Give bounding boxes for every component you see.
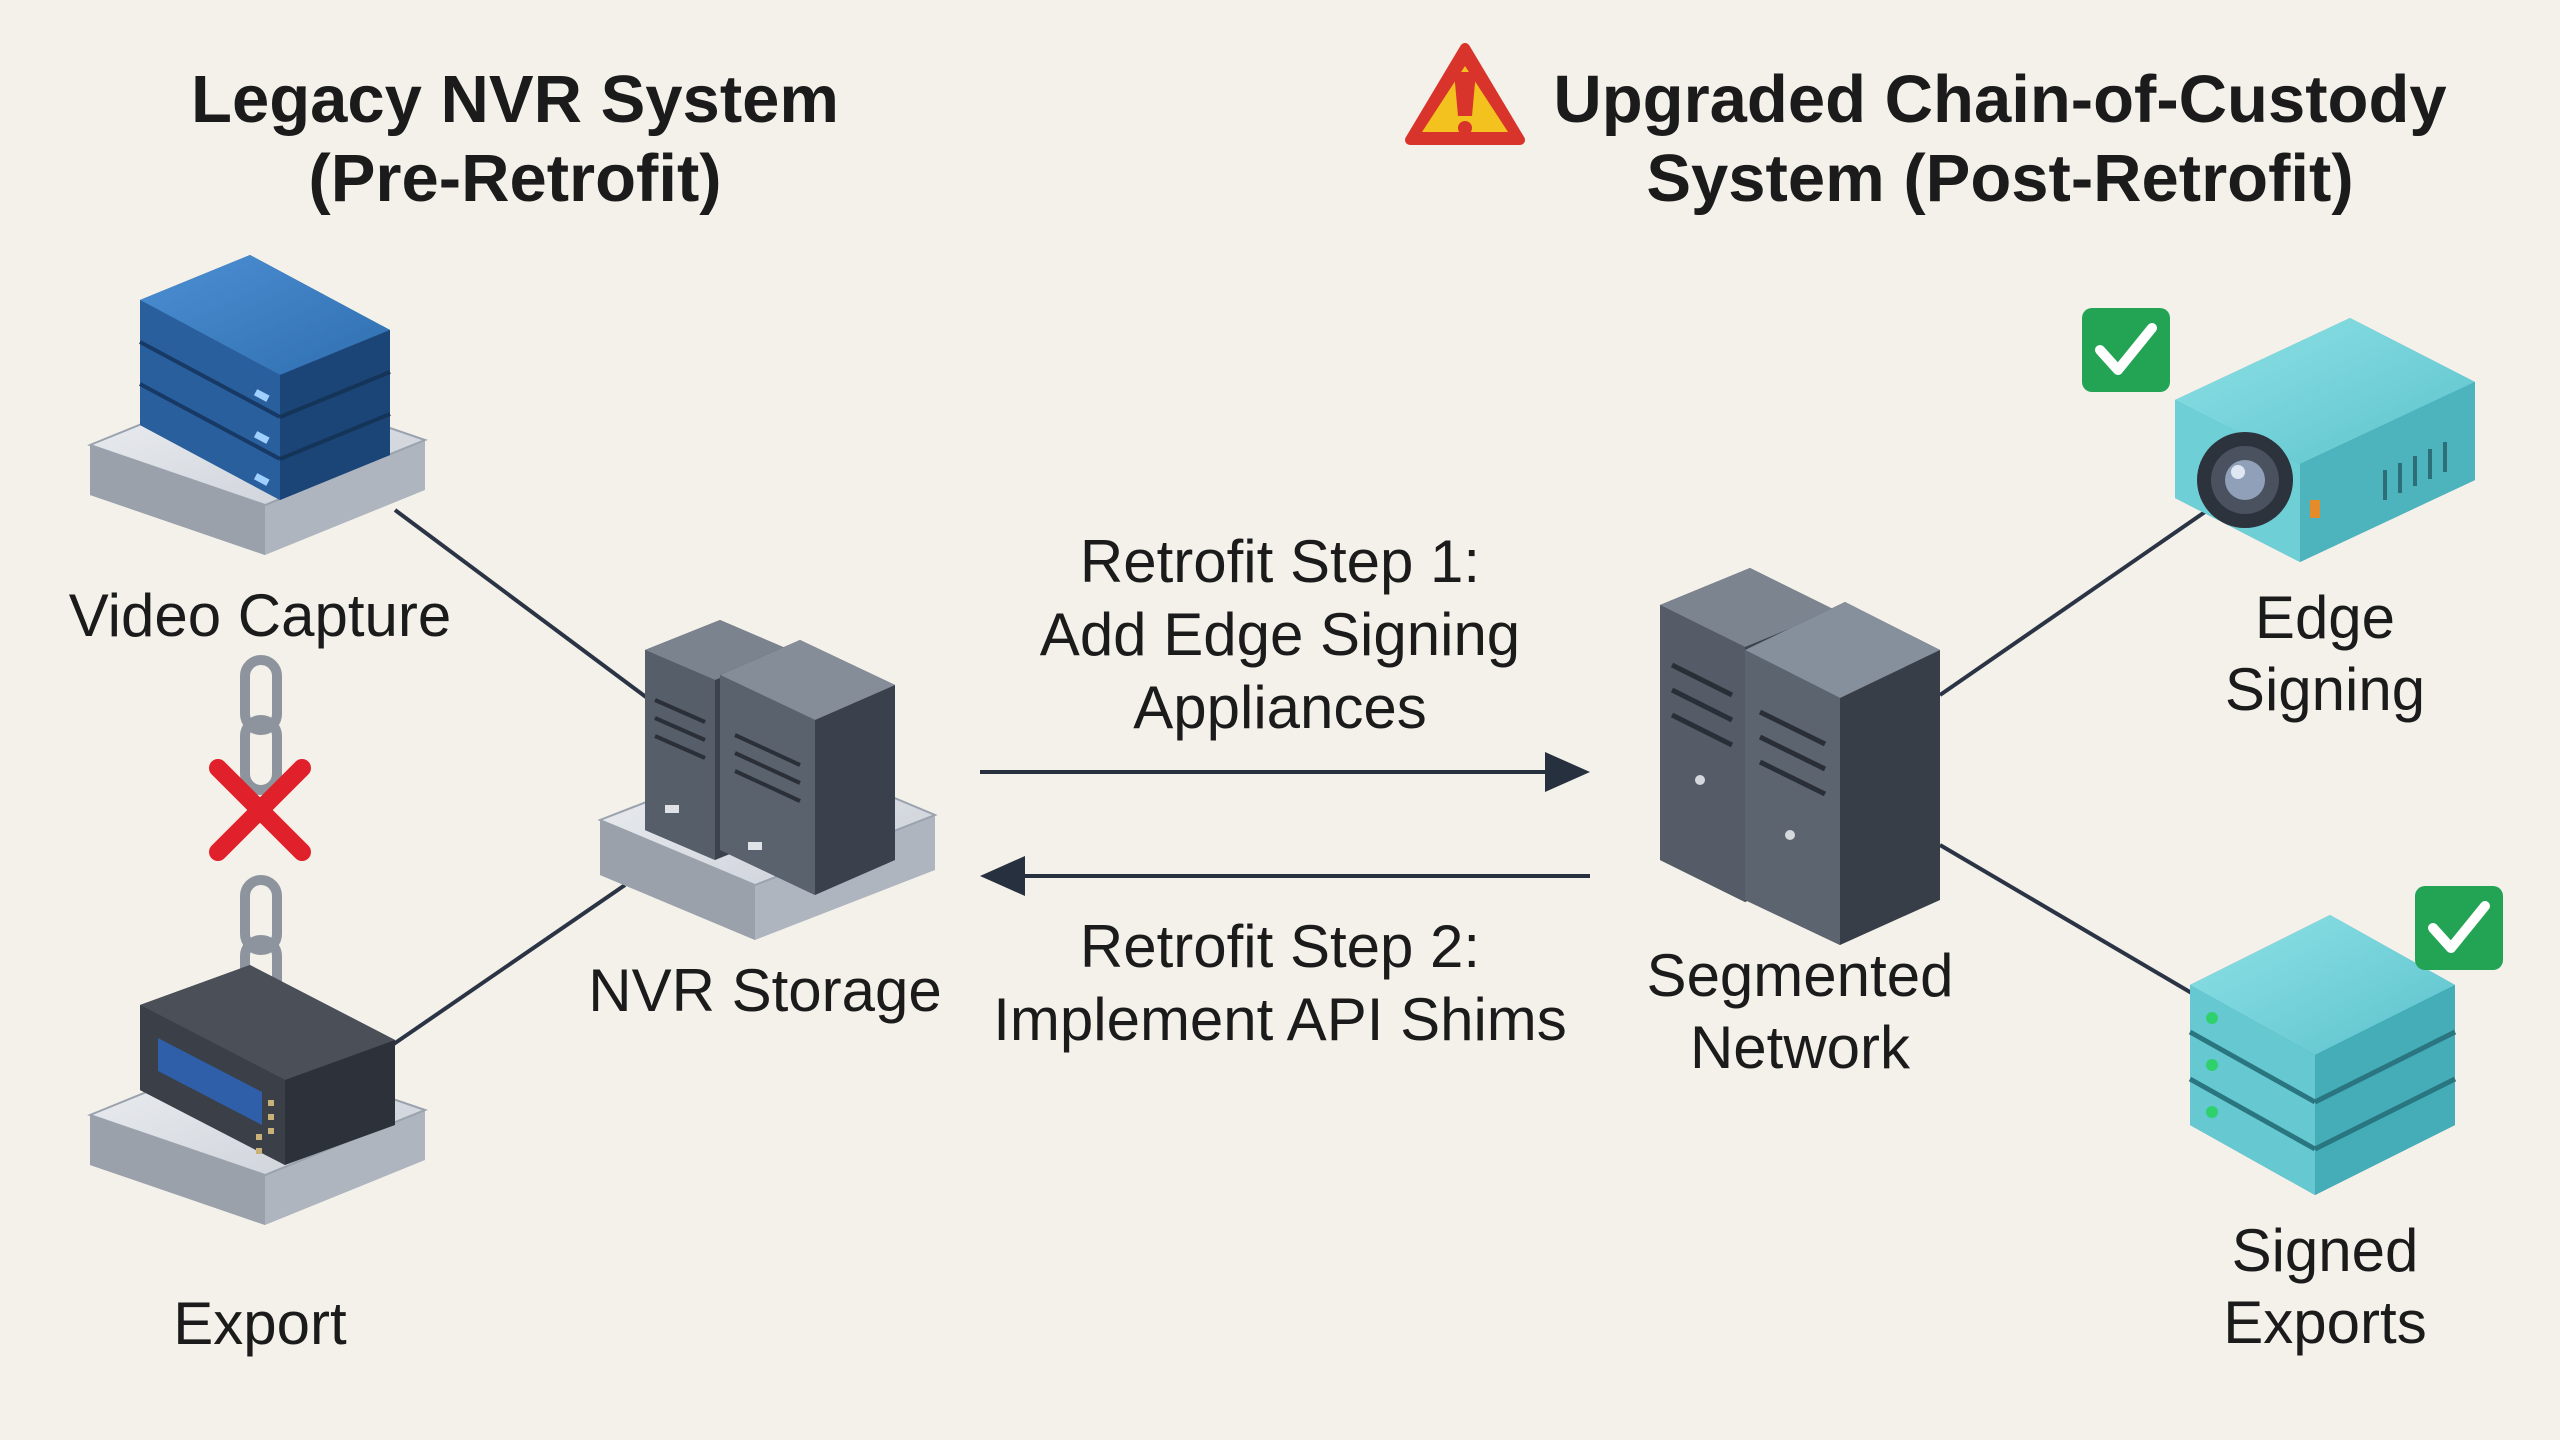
signed-exports-storage-icon — [2188, 915, 2457, 1195]
nvr-storage-label: NVR Storage — [588, 957, 942, 1024]
export-label: Export — [173, 1290, 347, 1357]
segmented-network-label: Segmented Network — [1646, 942, 1954, 1081]
link-export-to-nvr — [383, 883, 627, 1052]
step2-label: Retrofit Step 2: Implement API Shims — [993, 913, 1567, 1054]
edge-signing-label: Edge Signing — [2224, 584, 2426, 723]
legacy-title: Legacy NVR System (Pre-Retrofit) — [191, 62, 839, 217]
step2-arrow — [980, 856, 1590, 896]
video-capture-server-icon — [87, 255, 428, 555]
signed-exports-label: Signed Exports — [2223, 1217, 2427, 1356]
nvr-storage-server-icon — [597, 620, 938, 940]
warning-triangle-icon — [1405, 43, 1525, 145]
link-network-to-exports — [1938, 843, 2197, 997]
step1-label: Retrofit Step 1: Add Edge Signing Applia… — [1039, 528, 1521, 742]
step1-arrow — [980, 752, 1590, 792]
edge-signing-camera-icon — [2175, 318, 2475, 562]
broken-x-icon — [209, 759, 311, 861]
export-device-icon — [87, 965, 428, 1225]
edge-signing-check-icon — [2082, 308, 2170, 392]
link-network-to-edge — [1938, 503, 2217, 697]
broken-chain-icon — [209, 655, 311, 1029]
video-capture-label: Video Capture — [68, 582, 452, 649]
upgraded-title: Upgraded Chain-of-Custody System (Post-R… — [1553, 62, 2447, 217]
segmented-network-server-icon — [1660, 568, 1940, 945]
link-capture-to-nvr — [393, 508, 652, 702]
connector-lines — [383, 503, 2217, 1052]
signed-exports-check-icon — [2415, 886, 2503, 970]
